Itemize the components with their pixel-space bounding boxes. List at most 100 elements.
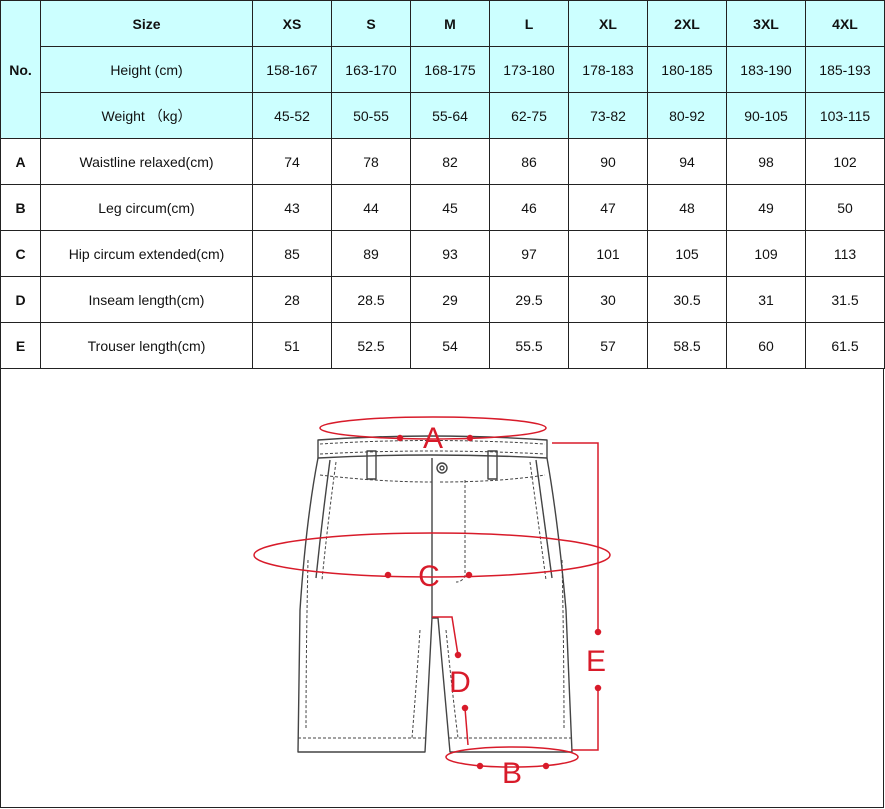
table-cell: 98 [726, 138, 806, 185]
weight-row: Weight （kg） 45-52 50-55 55-64 62-75 73-8… [1, 92, 885, 139]
weight-cell: 80-92 [647, 92, 727, 139]
table-cell: 52.5 [331, 322, 411, 369]
shorts-outline [297, 457, 573, 753]
table-cell: 55.5 [489, 322, 569, 369]
row-label: Trouser length(cm) [40, 322, 253, 369]
size-2xl: 2XL [647, 0, 727, 47]
height-label: Height (cm) [40, 46, 253, 93]
table-cell: 31.5 [805, 276, 885, 323]
table-cell: 78 [331, 138, 411, 185]
table-cell: 44 [331, 184, 411, 231]
size-s: S [331, 0, 411, 47]
size-xl: XL [568, 0, 648, 47]
table-cell: 45 [410, 184, 490, 231]
table-cell: 30 [568, 276, 648, 323]
table-cell: 74 [252, 138, 332, 185]
table-cell: 105 [647, 230, 727, 277]
marker-e-label: E [586, 645, 606, 678]
measure-row-c: C Hip circum extended(cm) 85 89 93 97 10… [0, 230, 885, 277]
table-cell: 28.5 [331, 276, 411, 323]
marker-d-label: D [449, 666, 471, 699]
size-3xl: 3XL [726, 0, 806, 47]
size-xs: XS [252, 0, 332, 47]
table-cell: 102 [805, 138, 885, 185]
marker-c-label: C [418, 560, 440, 593]
table-cell: 82 [410, 138, 490, 185]
measurement-markers [253, 416, 611, 770]
row-label: Hip circum extended(cm) [40, 230, 253, 277]
table-cell: 50 [805, 184, 885, 231]
row-letter: D [0, 276, 41, 323]
table-cell: 51 [252, 322, 332, 369]
marker-d-line [432, 616, 459, 656]
table-cell: 29 [410, 276, 490, 323]
table-cell: 94 [647, 138, 727, 185]
size-4xl: 4XL [805, 0, 885, 47]
size-l: L [489, 0, 569, 47]
table-cell: 28 [252, 276, 332, 323]
size-header-label: Size [40, 0, 253, 47]
table-cell: 46 [489, 184, 569, 231]
table-cell: 47 [568, 184, 648, 231]
measure-row-a: A Waistline relaxed(cm) 74 78 82 86 90 9… [0, 138, 885, 185]
belt-loop [487, 450, 498, 480]
height-cell: 185-193 [805, 46, 885, 93]
height-cell: 183-190 [726, 46, 806, 93]
marker-c-ellipse [253, 532, 611, 578]
shorts-measurement-diagram: A C D E B [253, 416, 611, 790]
weight-cell: 90-105 [726, 92, 806, 139]
table-cell: 48 [647, 184, 727, 231]
marker-e-line [552, 442, 599, 632]
table-cell: 43 [252, 184, 332, 231]
table-cell: 30.5 [647, 276, 727, 323]
size-header-row: No. Size XS S M L XL 2XL 3XL 4XL [0, 0, 885, 139]
table-cell: 85 [252, 230, 332, 277]
row-letter: A [0, 138, 41, 185]
table-cell: 29.5 [489, 276, 569, 323]
size-m: M [410, 0, 490, 47]
table-cell: 90 [568, 138, 648, 185]
marker-b-ellipse [445, 746, 579, 768]
height-cell: 180-185 [647, 46, 727, 93]
pocket-right [535, 459, 553, 579]
weight-cell: 55-64 [410, 92, 490, 139]
height-cell: 163-170 [331, 46, 411, 93]
height-cell: 178-183 [568, 46, 648, 93]
table-cell: 113 [805, 230, 885, 277]
pocket-left [315, 459, 331, 579]
weight-cell: 50-55 [331, 92, 411, 139]
table-cell: 93 [410, 230, 490, 277]
table-cell: 89 [331, 230, 411, 277]
weight-cell: 103-115 [805, 92, 885, 139]
shorts-drawing [297, 435, 573, 753]
table-cell: 49 [726, 184, 806, 231]
weight-label: Weight （kg） [40, 92, 253, 139]
row-letter: E [0, 322, 41, 369]
table-cell: 101 [568, 230, 648, 277]
belt-loop [366, 450, 377, 480]
table-cell: 54 [410, 322, 490, 369]
table-cell: 97 [489, 230, 569, 277]
measure-row-d: D Inseam length(cm) 28 28.5 29 29.5 30 3… [0, 276, 885, 323]
table-cell: 61.5 [805, 322, 885, 369]
diagram-frame [0, 368, 884, 808]
measure-row-e: E Trouser length(cm) 51 52.5 54 55.5 57 … [0, 322, 885, 369]
table-cell: 57 [568, 322, 648, 369]
height-cell: 158-167 [252, 46, 332, 93]
table-cell: 60 [726, 322, 806, 369]
height-cell: 173-180 [489, 46, 569, 93]
row-label: Waistline relaxed(cm) [40, 138, 253, 185]
height-row: Height (cm) 158-167 163-170 168-175 173-… [1, 46, 885, 93]
height-cell: 168-175 [410, 46, 490, 93]
row-letter: B [0, 184, 41, 231]
table-cell: 31 [726, 276, 806, 323]
table-cell: 58.5 [647, 322, 727, 369]
table-cell: 109 [726, 230, 806, 277]
row-label: Leg circum(cm) [40, 184, 253, 231]
row-label: Inseam length(cm) [40, 276, 253, 323]
row-letter: C [0, 230, 41, 277]
weight-cell: 62-75 [489, 92, 569, 139]
marker-b-label: B [502, 757, 522, 790]
marker-a-ellipse [319, 416, 547, 440]
measure-row-b: B Leg circum(cm) 43 44 45 46 47 48 49 50 [0, 184, 885, 231]
